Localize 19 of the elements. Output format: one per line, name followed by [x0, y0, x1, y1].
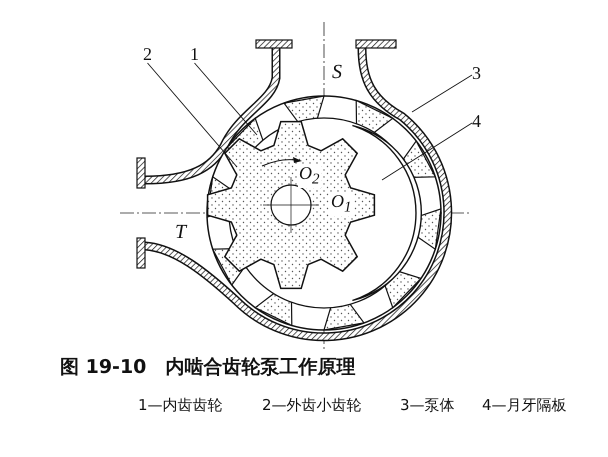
crescent-partition	[352, 124, 422, 302]
callout-number: 1	[190, 45, 199, 63]
callout-number: 3	[472, 64, 481, 82]
legend-text: 3—泵体	[400, 398, 455, 413]
pump-casing-drawing	[136, 39, 452, 342]
legend-text: 1—内齿齿轮	[138, 398, 223, 413]
pinion-gear-drawing	[206, 120, 376, 290]
port-label: T	[175, 222, 186, 242]
legend-text: 4—月牙隔板	[482, 398, 567, 413]
legend-text: 2—外齿小齿轮	[262, 398, 362, 413]
figure-caption: 图 19-10 内啮合齿轮泵工作原理	[60, 358, 356, 377]
leader-line	[412, 74, 472, 112]
center-label: O$_{1}$	[330, 192, 352, 216]
port-label: S	[332, 62, 342, 82]
center-label: O$_{2}$	[298, 164, 320, 188]
callout-number: 2	[143, 45, 152, 63]
leader-line	[194, 62, 258, 136]
leader-line	[382, 122, 472, 180]
callout-number: 4	[472, 112, 481, 130]
